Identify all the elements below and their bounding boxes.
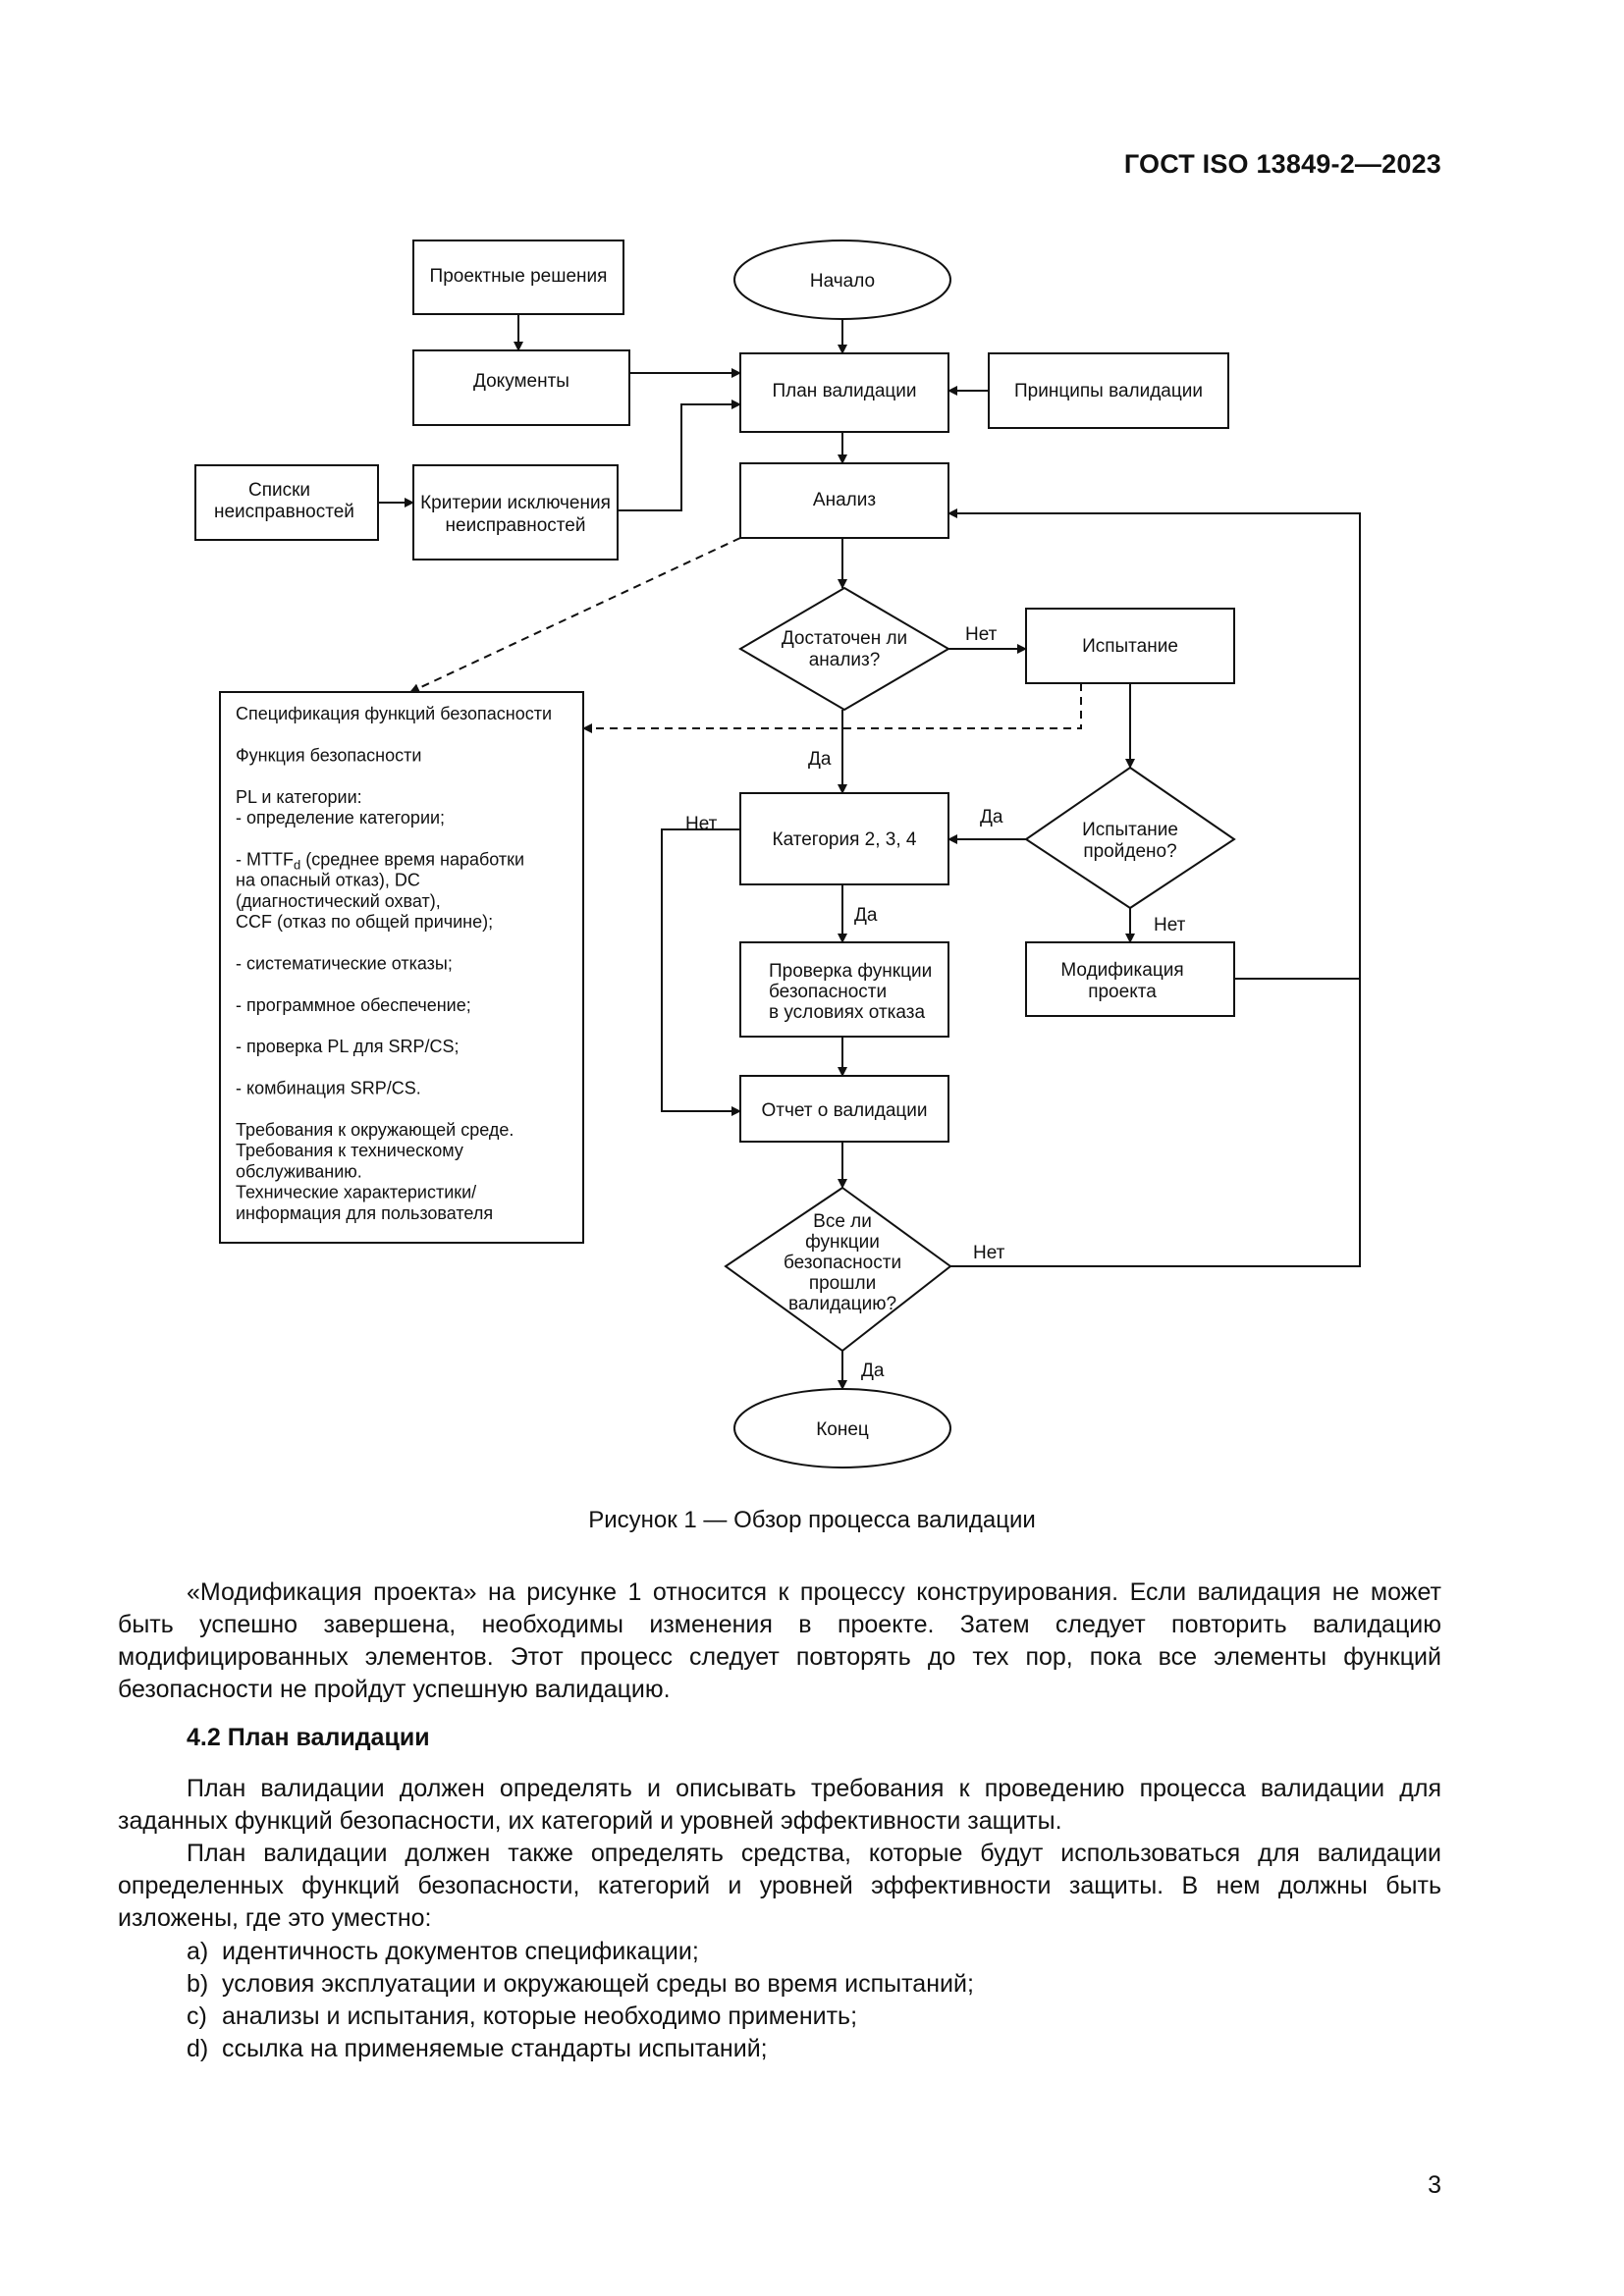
- spec-line: обслуживанию.: [236, 1161, 362, 1181]
- list-item-text: анализы и испытания, которые необходимо …: [222, 2002, 858, 2030]
- analysis-sufficient-diamond: [738, 586, 950, 712]
- fault-check-label-1: Проверка функции: [769, 961, 932, 982]
- edge-analysis-spec-dashed: [409, 537, 741, 693]
- spec-line: на опасный отказ), DC: [236, 871, 420, 890]
- list-marker: a): [187, 1938, 209, 1965]
- list-marker: b): [187, 1970, 209, 1998]
- spec-line: (диагностический охват),: [236, 891, 441, 911]
- all-validated-label-4: прошли: [809, 1273, 876, 1294]
- document-code: ГОСТ ISO 13849-2—2023: [1123, 149, 1441, 179]
- edge-label-no-loop: Нет: [973, 1243, 1005, 1263]
- analysis-sufficient-label-2: анализ?: [809, 650, 881, 670]
- design-decisions-label: Проектные решения: [430, 266, 608, 287]
- start-label: Начало: [810, 271, 875, 292]
- analysis-label: Анализ: [813, 490, 876, 510]
- edge-label-yes-category: Да: [808, 749, 832, 770]
- paragraph-3: План валидации должен также определять с…: [118, 1840, 1441, 1932]
- spec-line: информация для пользователя: [236, 1203, 493, 1223]
- edge-label-yes-end: Да: [861, 1361, 885, 1381]
- list-item: c) анализы и испытания, которые необходи…: [187, 2001, 1365, 2033]
- edge-loop-analysis: [947, 508, 1361, 1267]
- edge-label-no-testing: Нет: [965, 624, 998, 645]
- spec-line: Требования к окружающей среде.: [236, 1120, 514, 1140]
- requirements-list: a) идентичность документов спецификации;…: [187, 1936, 1365, 2065]
- spec-line: Технические характеристики/: [236, 1183, 476, 1202]
- edge-label-no-modification: Нет: [1154, 915, 1186, 935]
- test-passed-label-1: Испытание: [1082, 820, 1178, 840]
- safety-spec-box: [219, 691, 584, 1244]
- list-item: d) ссылка на применяемые стандарты испыт…: [187, 2033, 1365, 2065]
- fault-exclusion-box: [412, 464, 619, 561]
- fault-check-label-3: в условиях отказа: [769, 1002, 925, 1023]
- edge-label-yes-testpassed: Да: [980, 807, 1003, 828]
- end-label: Конец: [816, 1419, 869, 1440]
- edge-label-no-category: Нет: [685, 814, 718, 834]
- spec-line: - систематические отказы;: [236, 953, 453, 973]
- spec-line: CCF (отказ по общей причине);: [236, 912, 493, 932]
- paragraph-validation-plan: План валидации должен определять и описы…: [118, 1773, 1441, 1935]
- fault-exclusion-label-2: неисправностей: [446, 515, 586, 536]
- list-marker: d): [187, 2035, 209, 2062]
- fault-lists-label-1: Списки: [248, 480, 310, 501]
- fault-exclusion-label-1: Критерии исключения: [420, 493, 611, 513]
- list-item-text: ссылка на применяемые стандарты испытани…: [222, 2035, 768, 2062]
- paragraph-2: План валидации должен определять и описы…: [118, 1775, 1441, 1835]
- spec-line: Спецификация функций безопасности: [236, 704, 552, 723]
- list-item-text: условия эксплуатации и окружающей среды …: [222, 1970, 974, 1998]
- spec-line: - MTTFd (среднее время наработки: [236, 849, 524, 872]
- validation-plan-label: План валидации: [773, 381, 917, 401]
- spec-line: - проверка PL для SRP/CS;: [236, 1037, 460, 1056]
- spec-line: PL и категории:: [236, 787, 362, 807]
- figure-caption: Рисунок 1 — Обзор процесса валидации: [588, 1507, 1036, 1533]
- section-heading-4-2: 4.2 План валидации: [187, 1724, 430, 1751]
- spec-line: Функция безопасности: [236, 745, 421, 765]
- all-validated-label-5: валидацию?: [788, 1294, 896, 1314]
- category-label: Категория 2, 3, 4: [773, 829, 917, 850]
- paragraph-modification-note: «Модификация проекта» на рисунке 1 относ…: [118, 1576, 1441, 1706]
- edge-exclusion-plan: [618, 400, 741, 511]
- list-item-text: идентичность документов спецификации;: [222, 1938, 699, 1965]
- all-validated-label-2: функции: [805, 1232, 880, 1253]
- all-validated-label-1: Все ли: [813, 1211, 872, 1232]
- analysis-sufficient-label-1: Достаточен ли: [782, 628, 907, 649]
- edge-label-yes-faultcheck: Да: [854, 905, 878, 926]
- fault-lists-label-2: неисправностей: [214, 502, 354, 522]
- list-marker: c): [187, 2002, 207, 2030]
- list-item: b) условия эксплуатации и окружающей сре…: [187, 1968, 1365, 2001]
- edge-category-report: [661, 828, 741, 1116]
- all-validated-label-3: безопасности: [784, 1253, 901, 1273]
- validation-principles-label: Принципы валидации: [1014, 381, 1203, 401]
- fault-check-label-2: безопасности: [769, 982, 887, 1002]
- paragraph-1: «Модификация проекта» на рисунке 1 относ…: [118, 1578, 1441, 1703]
- spec-line: - программное обеспечение;: [236, 995, 471, 1015]
- design-modification-label-1: Модификация: [1060, 960, 1183, 981]
- testing-label: Испытание: [1082, 636, 1178, 657]
- validation-flowchart: Начало Проектные решения Документы План …: [194, 240, 1361, 1468]
- validation-report-label: Отчет о валидации: [761, 1100, 927, 1121]
- edge-testing-spec-dashed: [582, 683, 1082, 733]
- list-item: a) идентичность документов спецификации;: [187, 1936, 1365, 1968]
- spec-line: - определение категории;: [236, 808, 445, 828]
- test-passed-label-2: пройдено?: [1083, 841, 1176, 862]
- spec-line: Требования к техническому: [236, 1141, 463, 1160]
- safety-spec-text: Спецификация функций безопасностиФункция…: [236, 704, 552, 1223]
- design-modification-label-2: проекта: [1088, 982, 1157, 1002]
- spec-line: - комбинация SRP/CS.: [236, 1079, 421, 1098]
- documents-label: Документы: [473, 371, 569, 392]
- page-number: 3: [1428, 2171, 1441, 2199]
